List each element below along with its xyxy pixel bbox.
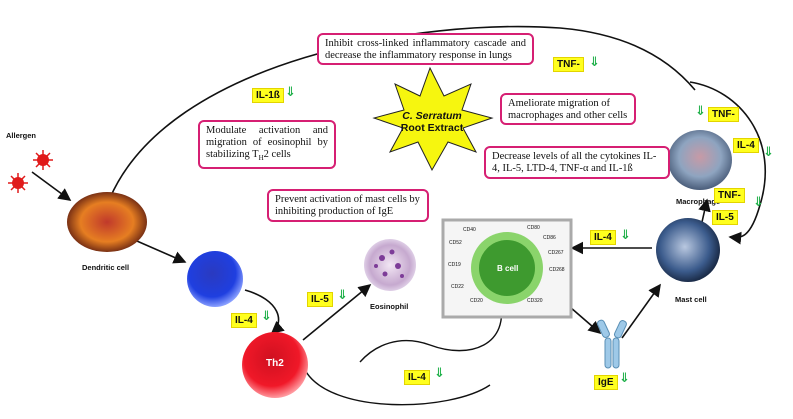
allergen-icon <box>8 150 53 193</box>
modulate-box: Modulate activation and migration of eos… <box>198 120 336 169</box>
cd-marker: CD86 <box>543 235 556 241</box>
down-arrow-icon: ⇓ <box>695 104 706 119</box>
allergen-label: Allergen <box>6 131 37 140</box>
ameliorate-text: Ameliorate migration of macrophages and … <box>508 98 628 121</box>
ige-antibody-icon <box>596 319 627 369</box>
inhibit-text: Inhibit cross-linked inflammatory cascad… <box>325 38 526 61</box>
down-arrow-icon: ⇓ <box>285 85 296 100</box>
decrease-text: Decrease levels of all the cytokines IL-… <box>492 151 657 174</box>
bcell-label: B cell <box>497 264 519 273</box>
modulate-text-end: 2 cells <box>263 149 291 160</box>
down-arrow-icon: ⇓ <box>589 55 600 70</box>
extract-star <box>372 66 494 172</box>
th2-label: Th2 <box>266 358 284 369</box>
extract-name: C. Serratum <box>402 110 462 122</box>
tnf-top-tag: TNF- <box>553 57 584 72</box>
prevent-text: Prevent activation of mast cells by inhi… <box>275 194 420 217</box>
down-arrow-icon: ⇓ <box>434 366 445 381</box>
down-arrow-icon: ⇓ <box>337 288 348 303</box>
il5-eos-tag: IL-5 <box>307 292 333 307</box>
arrow-dendritic-th0 <box>129 237 187 264</box>
arc-bottom <box>304 369 491 406</box>
il1b-tag: IL-1ß <box>252 88 284 103</box>
th0-cell <box>187 251 243 307</box>
il4-mac-tag: IL-4 <box>733 138 759 153</box>
inhibit-box: Inhibit cross-linked inflammatory cascad… <box>317 33 534 65</box>
extract-subtitle: Root Extract <box>400 122 464 134</box>
modulate-text: Modulate activation and migration of eos… <box>206 125 328 160</box>
mast-cell-label: Mast cell <box>675 295 707 304</box>
eosinophil-label: Eosinophil <box>370 302 409 311</box>
ige-tag: IgE <box>594 375 618 390</box>
cd-marker: CD267 <box>548 250 564 256</box>
extract-title: C. Serratum Root Extract <box>382 110 482 134</box>
down-arrow-icon: ⇓ <box>763 145 774 160</box>
arrow-mast-macrophage <box>698 198 711 223</box>
arc-bcell-th2 <box>359 299 503 363</box>
ameliorate-box: Ameliorate migration of macrophages and … <box>500 93 636 125</box>
arrow-th0-th2 <box>244 289 285 335</box>
arc-top <box>109 25 696 199</box>
eosinophil-cell <box>364 239 416 291</box>
cd-marker: CD52 <box>449 240 462 246</box>
tnf-mac-tag: TNF- <box>708 107 739 122</box>
down-arrow-icon: ⇓ <box>753 195 764 210</box>
cd-marker: CD268 <box>549 267 565 273</box>
il4-mast-tag: IL-4 <box>590 230 616 245</box>
dendritic-cell-label: Dendritic cell <box>82 263 130 272</box>
th2-cell <box>242 332 308 398</box>
modulate-subscript: H <box>258 154 264 163</box>
arrow-allergen-dendritic <box>31 171 72 201</box>
il4-bottom-tag: IL-4 <box>404 370 430 385</box>
tnf-mac2-tag: TNF- <box>714 188 745 203</box>
cd-marker: CD320 <box>527 298 543 304</box>
cd-marker: CD80 <box>527 225 540 231</box>
arrow-th2-eosinophil <box>302 283 372 341</box>
arrow-ige-mast <box>621 283 661 339</box>
cd-marker: CD22 <box>451 284 464 290</box>
dendritic-cell-image <box>67 192 147 252</box>
down-arrow-icon: ⇓ <box>619 371 630 386</box>
prevent-box: Prevent activation of mast cells by inhi… <box>267 189 429 222</box>
il5-mac-tag: IL-5 <box>712 210 738 225</box>
mast-cell <box>656 218 720 282</box>
cd-marker: CD19 <box>448 262 461 268</box>
cd-marker: CD20 <box>470 298 483 304</box>
bcell-cell <box>479 240 535 296</box>
macrophage-cell <box>668 130 732 190</box>
il4-th-tag: IL-4 <box>231 313 257 328</box>
arc-top-right <box>689 81 766 245</box>
down-arrow-icon: ⇓ <box>620 228 631 243</box>
macrophage-label: Macrophage <box>676 197 721 206</box>
down-arrow-icon: ⇓ <box>261 309 272 324</box>
decrease-box: Decrease levels of all the cytokines IL-… <box>484 146 670 179</box>
cd-marker: CD40 <box>463 227 476 233</box>
